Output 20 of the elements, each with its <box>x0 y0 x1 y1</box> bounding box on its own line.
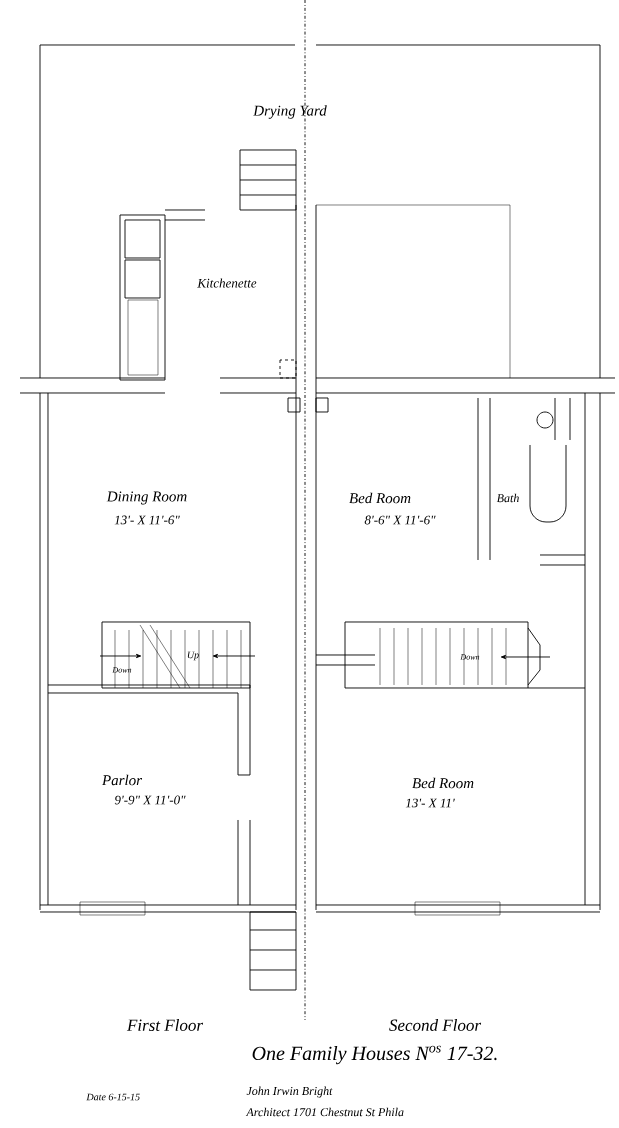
room-dimensions: 9'-9" X 11'-0" <box>114 795 186 805</box>
floor-label: Second Floor <box>389 1019 482 1031</box>
room-dimensions: 13'- X 11' <box>405 798 455 808</box>
architect-name: John Irwin Bright <box>246 1086 333 1098</box>
stair-label: Down <box>460 654 480 660</box>
room-name: Dining Room <box>106 491 187 505</box>
room-name: Drying Yard <box>253 105 327 119</box>
room-name: Bed Room <box>349 492 411 504</box>
room-dimensions: 13'- X 11'-6" <box>114 515 180 525</box>
room-dimensions: 8'-6" X 11'-6" <box>364 515 436 525</box>
room-name: Parlor <box>101 774 143 786</box>
room-name: Bath <box>496 493 519 503</box>
room-name: Kitchenette <box>197 278 257 288</box>
title: One Family Houses N$^{os}$ 17-32. <box>252 1045 497 1065</box>
room-name: Bed Room <box>412 777 474 789</box>
stair-label: Up <box>187 651 199 661</box>
stair-label: Down <box>112 667 132 673</box>
floor-label: First Floor <box>126 1019 204 1031</box>
date-label: Date 6-15-15 <box>86 1093 140 1101</box>
architect-address: Architect 1701 Chestnut St Phila <box>245 1107 404 1117</box>
